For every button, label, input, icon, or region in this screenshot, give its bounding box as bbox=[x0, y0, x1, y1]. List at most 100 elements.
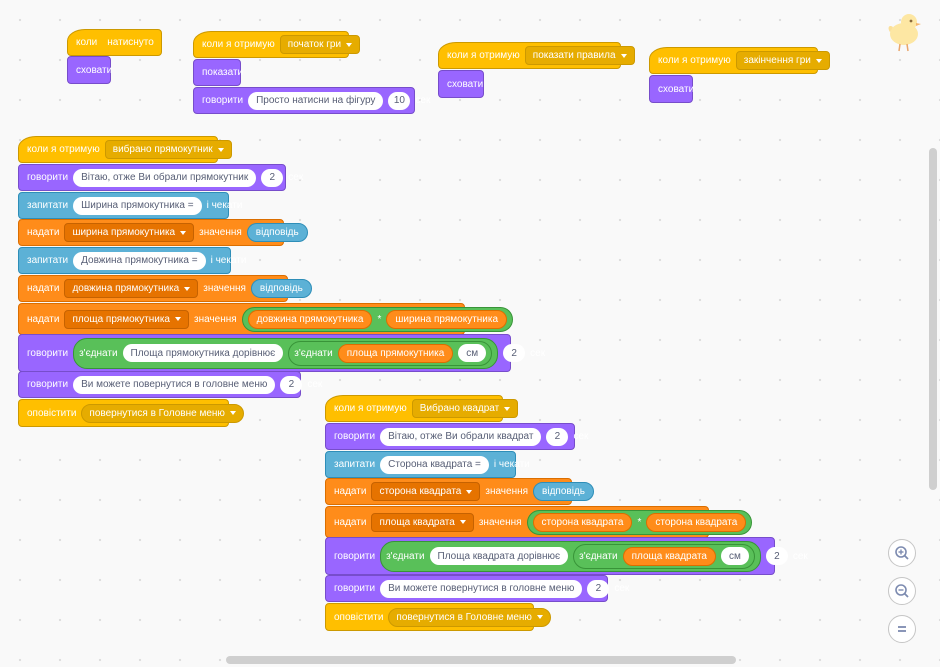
side-reporter[interactable]: сторона квадрата bbox=[532, 512, 633, 532]
say-for-secs-block[interactable]: говорити з'єднати Площа прямокутника дор… bbox=[18, 334, 545, 372]
message-value: закінчення гри bbox=[743, 55, 811, 66]
broadcast-message-dropdown[interactable]: повернутися в Головне меню bbox=[388, 607, 551, 627]
say-for-secs-block[interactable]: говорити Вітаю, отже Ви обрали прямокутн… bbox=[18, 164, 303, 191]
secs-input[interactable]: 2 bbox=[503, 344, 526, 362]
variable-dropdown[interactable]: ширина прямокутника bbox=[64, 223, 195, 242]
variable-dropdown[interactable]: площа прямокутника bbox=[64, 309, 189, 329]
when-label: коли bbox=[76, 37, 98, 48]
ask-text-input[interactable]: Довжина прямокутника = bbox=[73, 251, 206, 270]
join-text-input[interactable]: Площа квадрата дорівнює bbox=[429, 547, 569, 565]
when-receive-label: коли я отримую bbox=[658, 55, 731, 66]
say-for-secs-block[interactable]: говорити Просто натисни на фігуру 10 сек bbox=[193, 87, 430, 114]
broadcast-label: оповістити bbox=[334, 611, 384, 623]
say-text-input[interactable]: Вітаю, отже Ви обрали прямокутник bbox=[73, 168, 257, 187]
join-operator[interactable]: з'єднати Площа прямокутника дорівнює з'є… bbox=[73, 337, 499, 369]
multiply-operator[interactable]: сторона квадрата * сторона квадрата bbox=[526, 509, 753, 535]
set-variable-block[interactable]: надати ширина прямокутника значення відп… bbox=[18, 219, 308, 246]
variable-dropdown[interactable]: сторона квадрата bbox=[371, 482, 481, 501]
unit-input[interactable]: см bbox=[721, 547, 749, 565]
broadcast-block[interactable]: оповістити повернутися в Головне меню bbox=[18, 399, 244, 427]
when-receive-game-end-block[interactable]: коли я отримую закінчення гри bbox=[649, 47, 830, 74]
and-wait-label: і чекати bbox=[493, 459, 530, 470]
hide-block[interactable]: сховати bbox=[67, 56, 112, 84]
chevron-down-icon bbox=[229, 411, 236, 415]
say-for-secs-block[interactable]: говорити Ви можете повернутися в головне… bbox=[18, 371, 322, 398]
unit-input[interactable]: см bbox=[458, 344, 487, 362]
join-operator[interactable]: з'єднати площа квадрата см bbox=[573, 543, 755, 569]
horizontal-scrollbar[interactable] bbox=[226, 656, 736, 664]
answer-reporter[interactable]: відповідь bbox=[246, 223, 308, 242]
join-text-input[interactable]: Площа прямокутника дорівнює bbox=[122, 344, 284, 362]
variable-dropdown[interactable]: площа квадрата bbox=[371, 512, 474, 532]
when-flag-clicked-block[interactable]: коли натиснуто bbox=[67, 29, 162, 56]
say-text-input[interactable]: Вітаю, отже Ви обрали квадрат bbox=[380, 427, 542, 446]
ask-and-wait-block[interactable]: запитати Ширина прямокутника = і чекати bbox=[18, 192, 242, 219]
area-reporter[interactable]: площа прямокутника bbox=[337, 343, 454, 363]
zoom-in-icon bbox=[895, 546, 909, 560]
message-dropdown[interactable]: показати правила bbox=[524, 46, 635, 65]
broadcast-block[interactable]: оповістити повернутися в Головне меню bbox=[325, 603, 551, 631]
multiply-operator[interactable]: довжина прямокутника * ширина прямокутни… bbox=[241, 306, 514, 332]
message-dropdown[interactable]: закінчення гри bbox=[735, 51, 830, 70]
set-label: надати bbox=[27, 283, 60, 294]
message-dropdown[interactable]: Вибрано квадрат bbox=[411, 399, 519, 418]
join-operator[interactable]: з'єднати площа прямокутника см bbox=[288, 340, 493, 366]
show-block[interactable]: показати bbox=[193, 59, 243, 86]
secs-input[interactable]: 10 bbox=[388, 91, 411, 110]
join-operator[interactable]: з'єднати Площа квадрата дорівнює з'єднат… bbox=[380, 540, 761, 572]
answer-reporter[interactable]: відповідь bbox=[533, 482, 594, 501]
when-receive-show-rules-block[interactable]: коли я отримую показати правила bbox=[438, 42, 635, 69]
to-label: значення bbox=[485, 486, 529, 497]
secs-label: сек bbox=[530, 347, 546, 359]
width-reporter[interactable]: ширина прямокутника bbox=[386, 309, 508, 329]
set-variable-block[interactable]: надати площа прямокутника значення довжи… bbox=[18, 303, 514, 335]
ask-text-input[interactable]: Ширина прямокутника = bbox=[73, 196, 202, 215]
area-reporter[interactable]: площа квадрата bbox=[622, 546, 716, 566]
when-receive-square-block[interactable]: коли я отримую Вибрано квадрат bbox=[325, 395, 519, 422]
secs-input[interactable]: 2 bbox=[587, 579, 610, 598]
when-receive-label: коли я отримую bbox=[334, 403, 407, 414]
broadcast-message-dropdown[interactable]: повернутися в Головне меню bbox=[81, 403, 244, 423]
ask-and-wait-block[interactable]: запитати Сторона квадрата = і чекати bbox=[325, 451, 530, 478]
secs-input[interactable]: 2 bbox=[261, 168, 284, 187]
message-value: початок гри bbox=[287, 39, 342, 50]
secs-input[interactable]: 2 bbox=[546, 427, 569, 446]
secs-input[interactable]: 2 bbox=[280, 375, 303, 394]
side-reporter[interactable]: сторона квадрата bbox=[646, 512, 747, 532]
zoom-out-button[interactable] bbox=[888, 577, 916, 605]
chevron-down-icon bbox=[174, 317, 181, 321]
variable-value: площа прямокутника bbox=[72, 313, 170, 325]
say-text-input[interactable]: Просто натисни на фігуру bbox=[248, 91, 384, 110]
hide-block[interactable]: сховати bbox=[649, 75, 694, 103]
secs-input[interactable]: 2 bbox=[765, 547, 788, 565]
when-receive-game-start-block[interactable]: коли я отримую початок гри bbox=[193, 31, 361, 58]
zoom-in-button[interactable] bbox=[888, 539, 916, 567]
vertical-scrollbar[interactable] bbox=[929, 148, 937, 490]
say-for-secs-block[interactable]: говорити Вітаю, отже Ви обрали квадрат 2… bbox=[325, 423, 588, 450]
ask-label: запитати bbox=[334, 459, 376, 470]
variable-dropdown[interactable]: довжина прямокутника bbox=[64, 279, 199, 298]
say-for-secs-block[interactable]: говорити Ви можете повернутися в головне… bbox=[325, 575, 629, 602]
say-text-input[interactable]: Ви можете повернутися в головне меню bbox=[380, 579, 583, 598]
ask-text-input[interactable]: Сторона квадрата = bbox=[380, 455, 489, 474]
to-label: значення bbox=[478, 516, 522, 528]
secs-label: сек bbox=[792, 550, 808, 562]
set-variable-block[interactable]: надати площа квадрата значення сторона к… bbox=[325, 506, 753, 538]
say-for-secs-block[interactable]: говорити з'єднати Площа квадрата дорівню… bbox=[325, 537, 808, 575]
length-reporter[interactable]: довжина прямокутника bbox=[247, 309, 373, 329]
chevron-down-icon bbox=[180, 230, 187, 235]
set-variable-block[interactable]: надати довжина прямокутника значення від… bbox=[18, 275, 312, 302]
say-text-input[interactable]: Ви можете повернутися в головне меню bbox=[73, 375, 276, 394]
ask-and-wait-block[interactable]: запитати Довжина прямокутника = і чекати bbox=[18, 247, 246, 274]
zoom-reset-button[interactable] bbox=[888, 615, 916, 643]
join-label: з'єднати bbox=[79, 347, 118, 359]
hide-block[interactable]: сховати bbox=[438, 70, 484, 98]
when-receive-rectangle-block[interactable]: коли я отримую вибрано прямокутник bbox=[18, 136, 232, 163]
multiply-sign: * bbox=[637, 516, 642, 528]
hide-label: сховати bbox=[447, 78, 484, 90]
set-variable-block[interactable]: надати сторона квадрата значення відпові… bbox=[325, 478, 594, 505]
message-dropdown[interactable]: початок гри bbox=[279, 35, 361, 54]
message-dropdown[interactable]: вибрано прямокутник bbox=[104, 140, 232, 159]
answer-reporter[interactable]: відповідь bbox=[250, 279, 312, 298]
